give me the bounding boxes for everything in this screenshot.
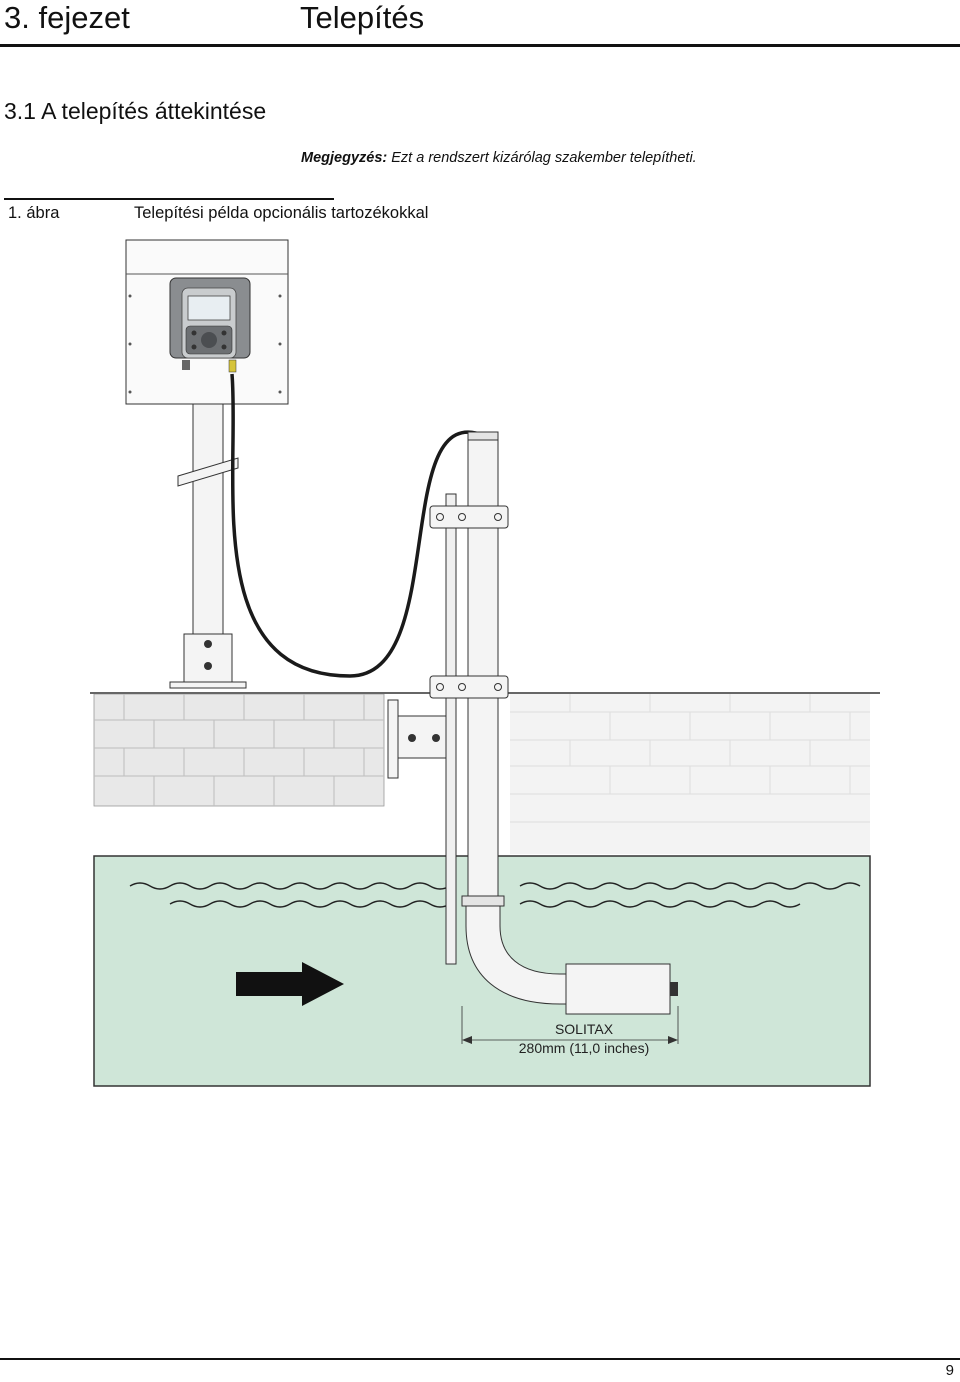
sensor-cable	[230, 373, 486, 678]
pipe-elbow	[465, 901, 569, 1005]
figure-rule	[4, 198, 334, 200]
sensor-label: SOLITAX	[555, 1021, 614, 1037]
installation-illustration: SOLITAX 280mm (11,0 inches)	[90, 239, 880, 1087]
chapter-label: 3. fejezet	[4, 0, 130, 35]
note-text: Ezt a rendszert kizárólag szakember tele…	[391, 150, 697, 166]
section-title: 3.1 A telepítés áttekintése	[4, 98, 267, 124]
note: Megjegyzés: Ezt a rendszert kizárólag sz…	[301, 150, 697, 166]
pipe-clamp-upper	[429, 505, 509, 529]
wall-bracket	[387, 699, 399, 779]
wall-block	[93, 693, 385, 807]
pipe-clamp-lower	[429, 675, 509, 699]
chapter-title: Telepítés	[300, 0, 425, 35]
footer-rule	[0, 1358, 960, 1360]
controller-unit	[169, 277, 251, 373]
note-label: Megjegyzés:	[301, 150, 388, 166]
dimension-label: 280mm (11,0 inches)	[519, 1040, 649, 1056]
solitax-sensor	[565, 963, 671, 1015]
figure-number: 1. ábra	[8, 204, 60, 222]
figure-caption: Telepítési példa opcionális tartozékokka…	[134, 204, 429, 222]
support-pole	[192, 403, 224, 637]
page-number: 9	[945, 1362, 954, 1379]
flow-direction-arrow	[236, 962, 344, 1006]
header-rule	[0, 44, 960, 47]
